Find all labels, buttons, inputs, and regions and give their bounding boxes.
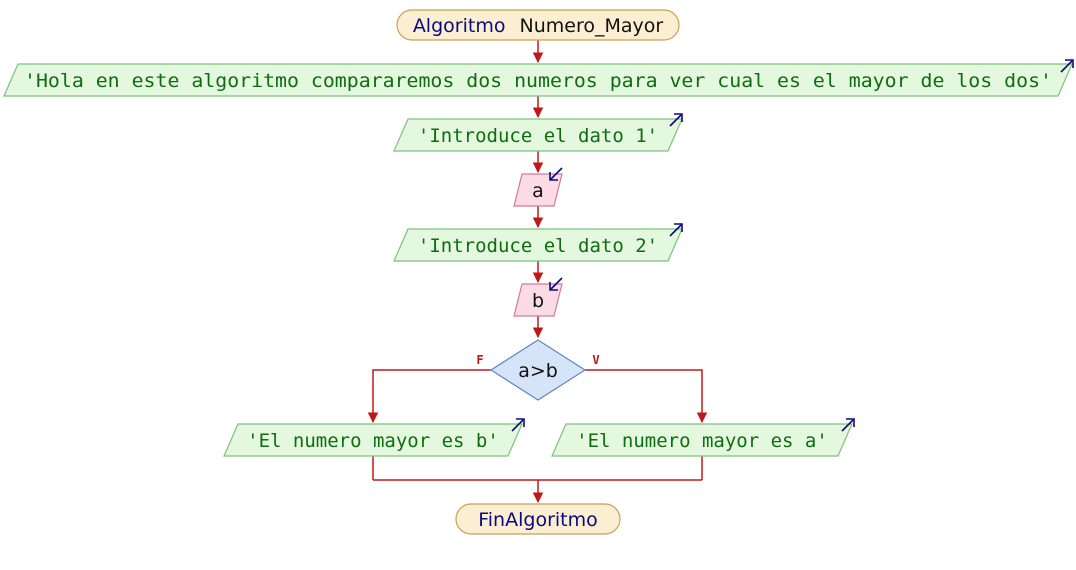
svg-text:Algoritmo Numero_Mayor: Algoritmo Numero_Mayor: [413, 15, 664, 37]
output-step-dato-2[interactable]: 'Introduce el dato 2': [393, 223, 683, 262]
input-step-b[interactable]: b: [513, 277, 563, 317]
output-true-branch[interactable]: 'El numero mayor es a': [551, 418, 855, 457]
input-step-a[interactable]: a: [513, 167, 563, 207]
decision-condition: a>b: [518, 360, 558, 382]
output-false-branch-text: 'El numero mayor es b': [247, 430, 499, 452]
output-step-dato-1-text: 'Introduce el dato 1': [418, 125, 658, 147]
arrow-up-right-icon: [841, 418, 855, 432]
output-step-intro[interactable]: 'Hola en este algoritmo compararemos dos…: [3, 59, 1074, 97]
end-text: FinAlgoritmo: [478, 509, 598, 531]
output-true-branch-text: 'El numero mayor es a': [576, 430, 828, 452]
arrow-down-left-icon: [549, 277, 563, 291]
output-step-intro-text: 'Hola en este algoritmo compararemos dos…: [24, 70, 1052, 92]
arrow-up-right-icon: [1060, 59, 1074, 73]
arrow-up-right-icon: [511, 418, 525, 432]
output-false-branch[interactable]: 'El numero mayor es b': [223, 418, 525, 457]
start-terminal[interactable]: Algoritmo Numero_Mayor: [396, 9, 680, 41]
input-step-b-text: b: [532, 290, 544, 312]
connector-decision-true: [585, 369, 708, 424]
end-terminal[interactable]: FinAlgoritmo: [455, 503, 621, 535]
arrow-up-right-icon: [669, 223, 683, 237]
decision-true-label: V: [592, 353, 599, 367]
output-step-dato-2-text: 'Introduce el dato 2': [418, 235, 658, 257]
output-step-dato-1[interactable]: 'Introduce el dato 1': [393, 113, 683, 152]
algorithm-name: Numero_Mayor: [520, 15, 664, 37]
connector-decision-false: [367, 369, 491, 424]
input-step-a-text: a: [532, 180, 544, 202]
arrow-up-right-icon: [669, 113, 683, 127]
connectors: [367, 40, 708, 504]
decision-a-gt-b[interactable]: a>b: [489, 339, 587, 401]
decision-false-label: F: [476, 353, 483, 367]
start-keyword: Algoritmo: [413, 15, 506, 37]
arrow-down-left-icon: [549, 167, 563, 181]
